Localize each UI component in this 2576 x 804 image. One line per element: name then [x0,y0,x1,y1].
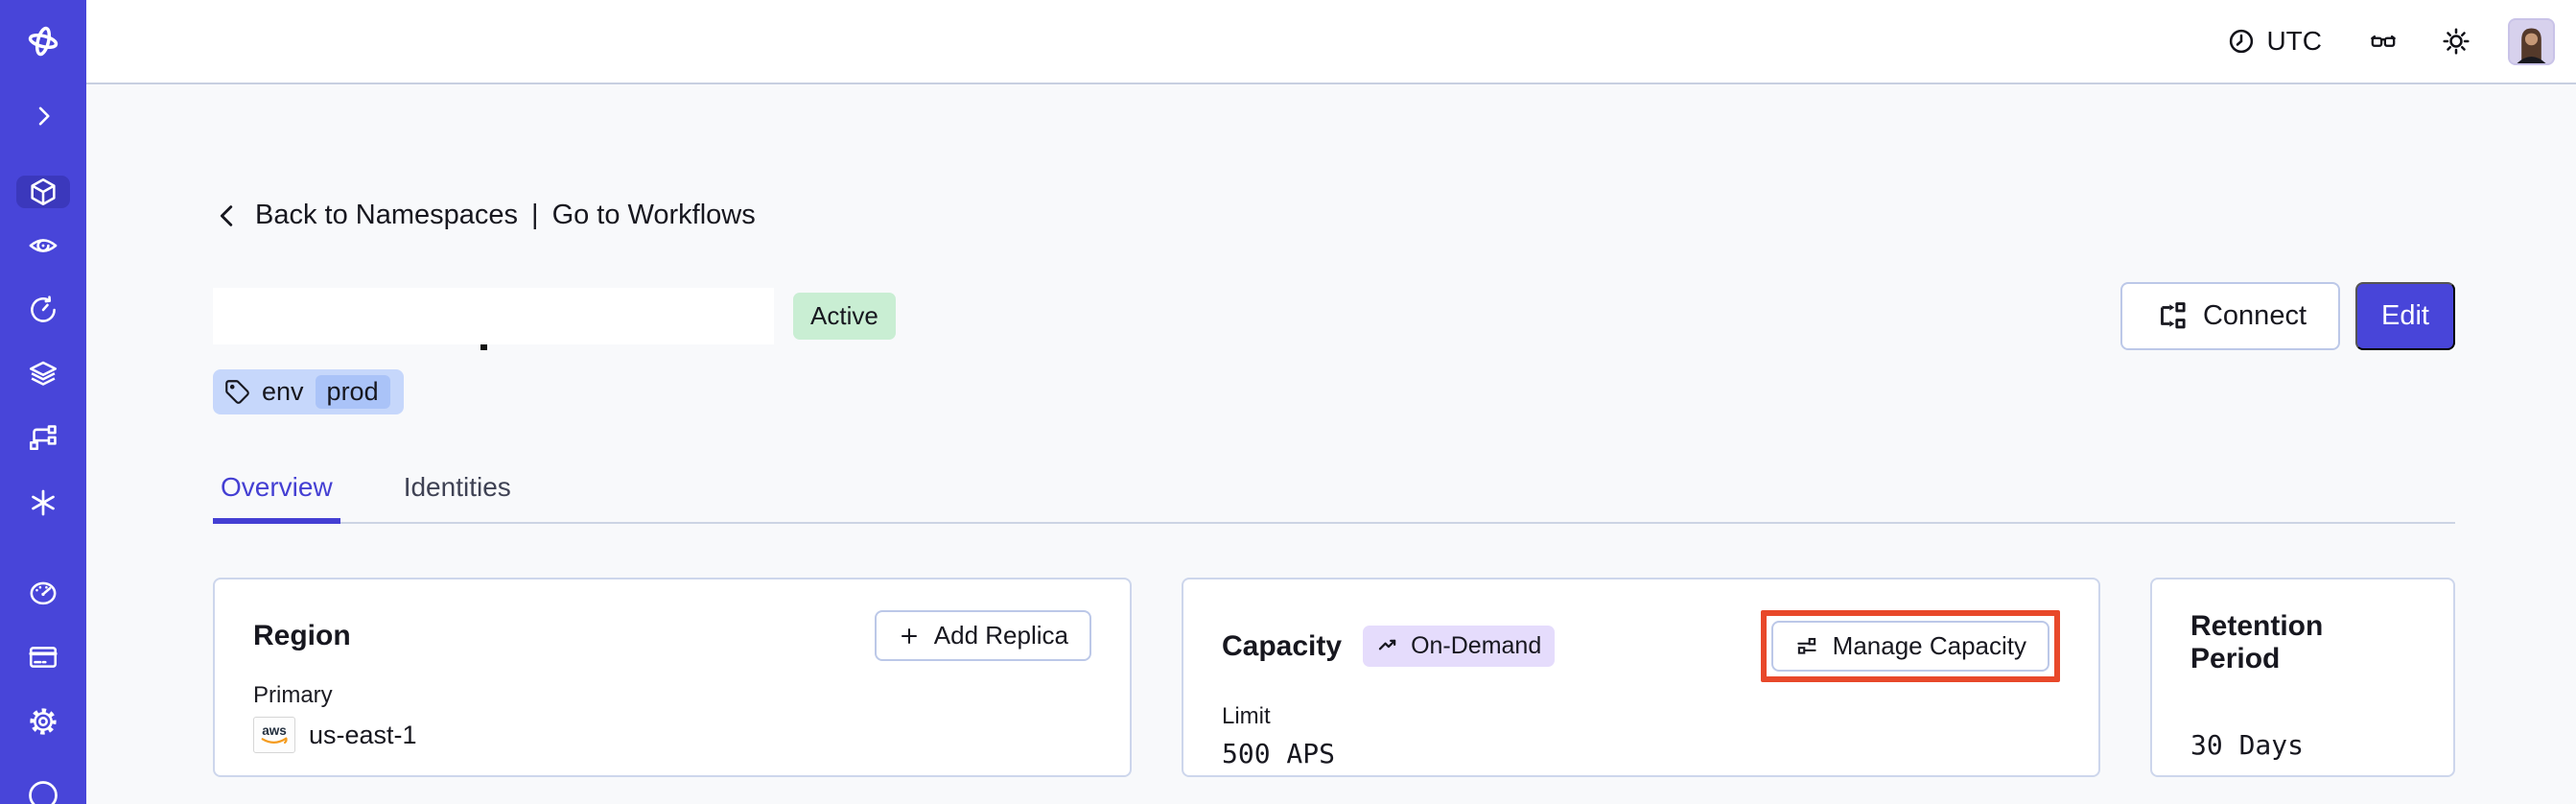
retention-value: 30 Days [2190,729,2305,761]
sidebar-item-account[interactable] [26,778,60,804]
tab-bar: Overview Identities [213,472,2455,524]
breadcrumb: Back to Namespaces | Go to Workflows [213,200,2455,231]
namespace-tag-chip[interactable]: env prod [213,369,404,414]
edit-button[interactable]: Edit [2355,281,2455,350]
connect-button-label: Connect [2202,299,2307,331]
connect-icon [2154,299,2187,332]
capacity-value: 500 APS [1222,738,1336,769]
retention-card: Retention Period 30 Days [2150,578,2455,777]
on-demand-badge: On-Demand [1363,626,1556,667]
tag-row: env prod [213,369,2455,414]
edit-button-label: Edit [2381,299,2429,331]
topbar: UTC [86,0,2576,84]
sidebar-item-namespaces[interactable] [16,176,70,208]
add-replica-label: Add Replica [933,621,1068,650]
sidebar-item-asterisk[interactable] [27,486,59,519]
theme-sun-icon[interactable] [2441,26,2471,57]
breadcrumb-separator: | [531,200,539,230]
capacity-card-title: Capacity [1222,629,1343,662]
sidebar-item-settings[interactable] [27,705,59,738]
tab-identities[interactable]: Identities [403,472,511,502]
aws-logo: aws [253,717,295,753]
sidebar-expand-chevron-icon[interactable] [30,103,57,130]
trending-up-icon [1376,633,1402,659]
usage-gauge-icon [30,581,57,605]
capacity-row-label: Limit [1222,703,1271,729]
main-content: Back to Namespaces | Go to Workflows Act… [86,86,2576,804]
glasses-icon[interactable] [2368,26,2399,57]
region-card: Region Add Replica Primary [213,578,1132,777]
tag-value: prod [315,375,390,409]
plus-icon [898,625,921,648]
region-card-title: Region [253,619,351,651]
retention-card-title: Retention Period [2190,610,2324,674]
region-row-label: Primary [253,682,333,708]
summary-cards: Region Add Replica Primary [213,578,2455,777]
sidebar-item-usage[interactable] [27,577,59,609]
asterisk-icon [32,489,55,516]
tab-overview[interactable]: Overview [213,472,340,524]
tag-key: env [262,377,304,406]
billing-card-icon [29,647,58,668]
clock-icon [2227,27,2256,56]
timezone-label: UTC [2266,26,2322,56]
manage-capacity-highlight: Manage Capacity [1760,610,2060,682]
user-avatar[interactable] [2508,17,2555,65]
sidebar-item-deployments[interactable] [27,358,59,390]
sidebar-item-batch-operations[interactable] [27,422,59,455]
sliders-icon [1794,634,1819,659]
sidebar-item-nexus[interactable] [27,229,59,262]
namespace-title-redacted [213,287,774,350]
go-to-workflows-link[interactable]: Go to Workflows [551,200,756,230]
nexus-eye-icon [29,239,58,252]
batch-branch-icon [29,425,57,451]
back-to-namespaces-link[interactable]: Back to Namespaces [255,200,519,230]
manage-capacity-button[interactable]: Manage Capacity [1770,621,2049,672]
schedules-clock-icon [31,296,56,322]
redaction-artifact [480,343,487,350]
sidebar-item-schedules[interactable] [27,294,59,326]
connect-button[interactable]: Connect [2119,281,2340,350]
deployments-layers-icon [29,361,58,386]
svg-text:aws: aws [262,723,287,738]
sidebar [0,0,86,804]
namespace-header-row: Active Connect [213,281,2455,350]
timezone-selector[interactable]: UTC [2227,26,2322,57]
tag-icon [224,379,250,405]
account-circle-icon [29,781,58,804]
manage-capacity-label: Manage Capacity [1832,631,2026,660]
back-chevron-icon[interactable] [213,201,242,230]
temporal-logo[interactable] [24,22,62,60]
capacity-card: Capacity On-Demand [1182,578,2100,777]
sidebar-item-billing[interactable] [27,641,59,674]
region-value: us-east-1 [309,720,417,749]
status-badge: Active [793,292,896,340]
add-replica-button[interactable]: Add Replica [874,610,1091,661]
on-demand-label: On-Demand [1411,632,1542,659]
settings-gear-icon [30,708,57,735]
namespaces-cube-icon [31,177,56,206]
